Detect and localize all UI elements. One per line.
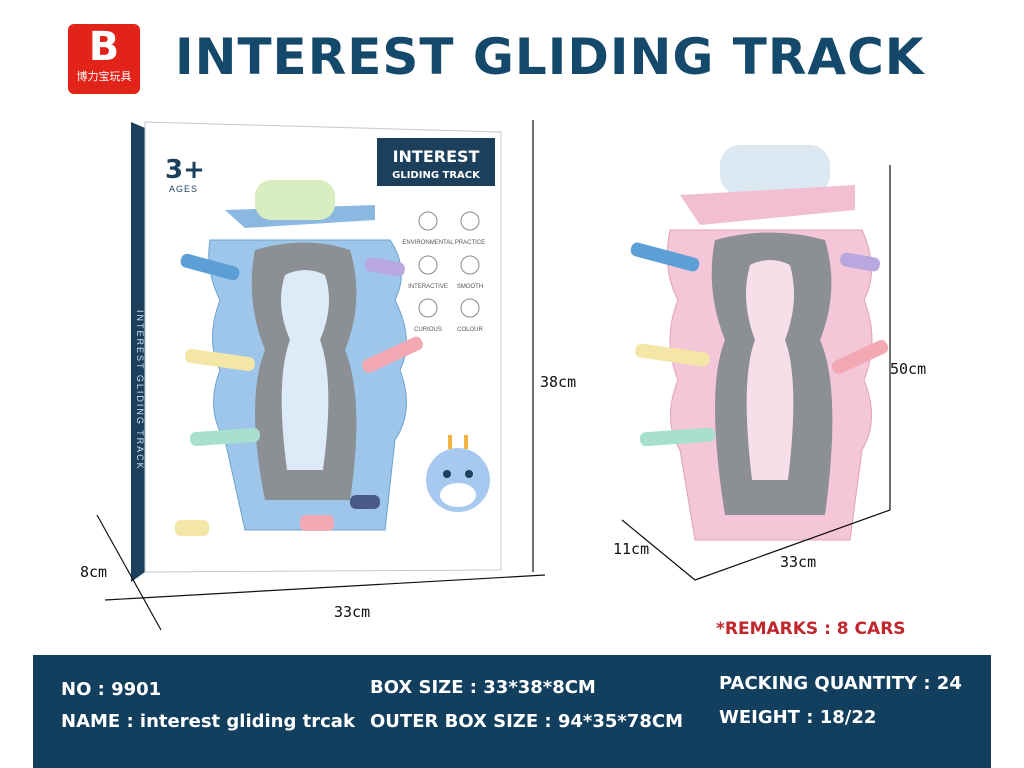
toy-car bbox=[175, 520, 209, 536]
practice-icon bbox=[460, 211, 480, 231]
feature-label: SMOOTH bbox=[457, 284, 483, 290]
box-side-panel bbox=[131, 122, 145, 582]
toy-height-label: 50cm bbox=[890, 360, 927, 378]
spec-box-size: BOX SIZE : 33*38*8CM bbox=[370, 677, 596, 698]
spec-panel: NO : 9901 NAME : interest gliding trcak … bbox=[33, 655, 991, 768]
box-side-text: INTEREST GLIDING TRACK bbox=[135, 310, 145, 471]
blue-track-toy bbox=[180, 180, 423, 531]
box-width-line bbox=[104, 574, 546, 601]
toy-car bbox=[350, 495, 380, 509]
box-depth-label: 8cm bbox=[80, 563, 108, 581]
box-height-label: 38cm bbox=[540, 373, 577, 391]
toy-car bbox=[300, 515, 334, 531]
logo-caption: 博力宝玩具 bbox=[76, 71, 132, 83]
box-depth-line bbox=[96, 514, 162, 631]
feature-label: ENVIRONMENTAL bbox=[402, 240, 454, 246]
spec-weight: WEIGHT : 18/22 bbox=[719, 707, 877, 728]
colour-icon bbox=[460, 298, 480, 318]
box-age-label: AGES bbox=[169, 184, 198, 194]
spec-outer-box-size: OUTER BOX SIZE : 94*35*78CM bbox=[370, 711, 683, 732]
spec-packing-quantity: PACKING QUANTITY : 24 bbox=[719, 673, 962, 694]
pink-track-toy bbox=[630, 145, 889, 541]
box-illustration: INTEREST GLIDING TRACK 3+ AGES INTEREST … bbox=[96, 120, 546, 631]
feature-label: CURIOUS bbox=[414, 327, 442, 333]
toy-depth-line bbox=[621, 519, 696, 581]
spec-no: NO : 9901 bbox=[61, 679, 162, 700]
box-width-label: 33cm bbox=[334, 603, 371, 621]
box-brand-tag bbox=[377, 138, 495, 186]
box-brand-line1: INTEREST bbox=[393, 147, 480, 166]
remarks-note: *REMARKS : 8 CARS bbox=[716, 619, 906, 639]
toy-depth-label: 11cm bbox=[613, 540, 650, 558]
smooth-icon bbox=[460, 255, 480, 275]
giraffe-mascot bbox=[426, 435, 490, 512]
page-title: INTEREST GLIDING TRACK bbox=[175, 28, 925, 86]
logo-mark: B bbox=[88, 24, 120, 70]
feature-label: INTERACTIVE bbox=[408, 284, 448, 290]
box-brand-line2: GLIDING TRACK bbox=[392, 170, 481, 181]
pink-toy-illustration bbox=[621, 145, 891, 581]
toy-width-label: 33cm bbox=[780, 553, 817, 571]
spec-name: NAME : interest gliding trcak bbox=[61, 711, 355, 732]
feature-label: PRACTICE bbox=[455, 240, 485, 246]
toy-width-line bbox=[694, 509, 891, 581]
feature-label: COLOUR bbox=[457, 327, 483, 333]
environmental-icon bbox=[418, 211, 438, 231]
interactive-icon bbox=[418, 255, 438, 275]
brand-logo: B 博力宝玩具 bbox=[68, 24, 140, 94]
box-age: 3+ bbox=[165, 155, 205, 185]
curious-icon bbox=[418, 298, 438, 318]
feature-icons: ENVIRONMENTAL PRACTICE INTERACTIVE SMOOT… bbox=[402, 211, 485, 333]
